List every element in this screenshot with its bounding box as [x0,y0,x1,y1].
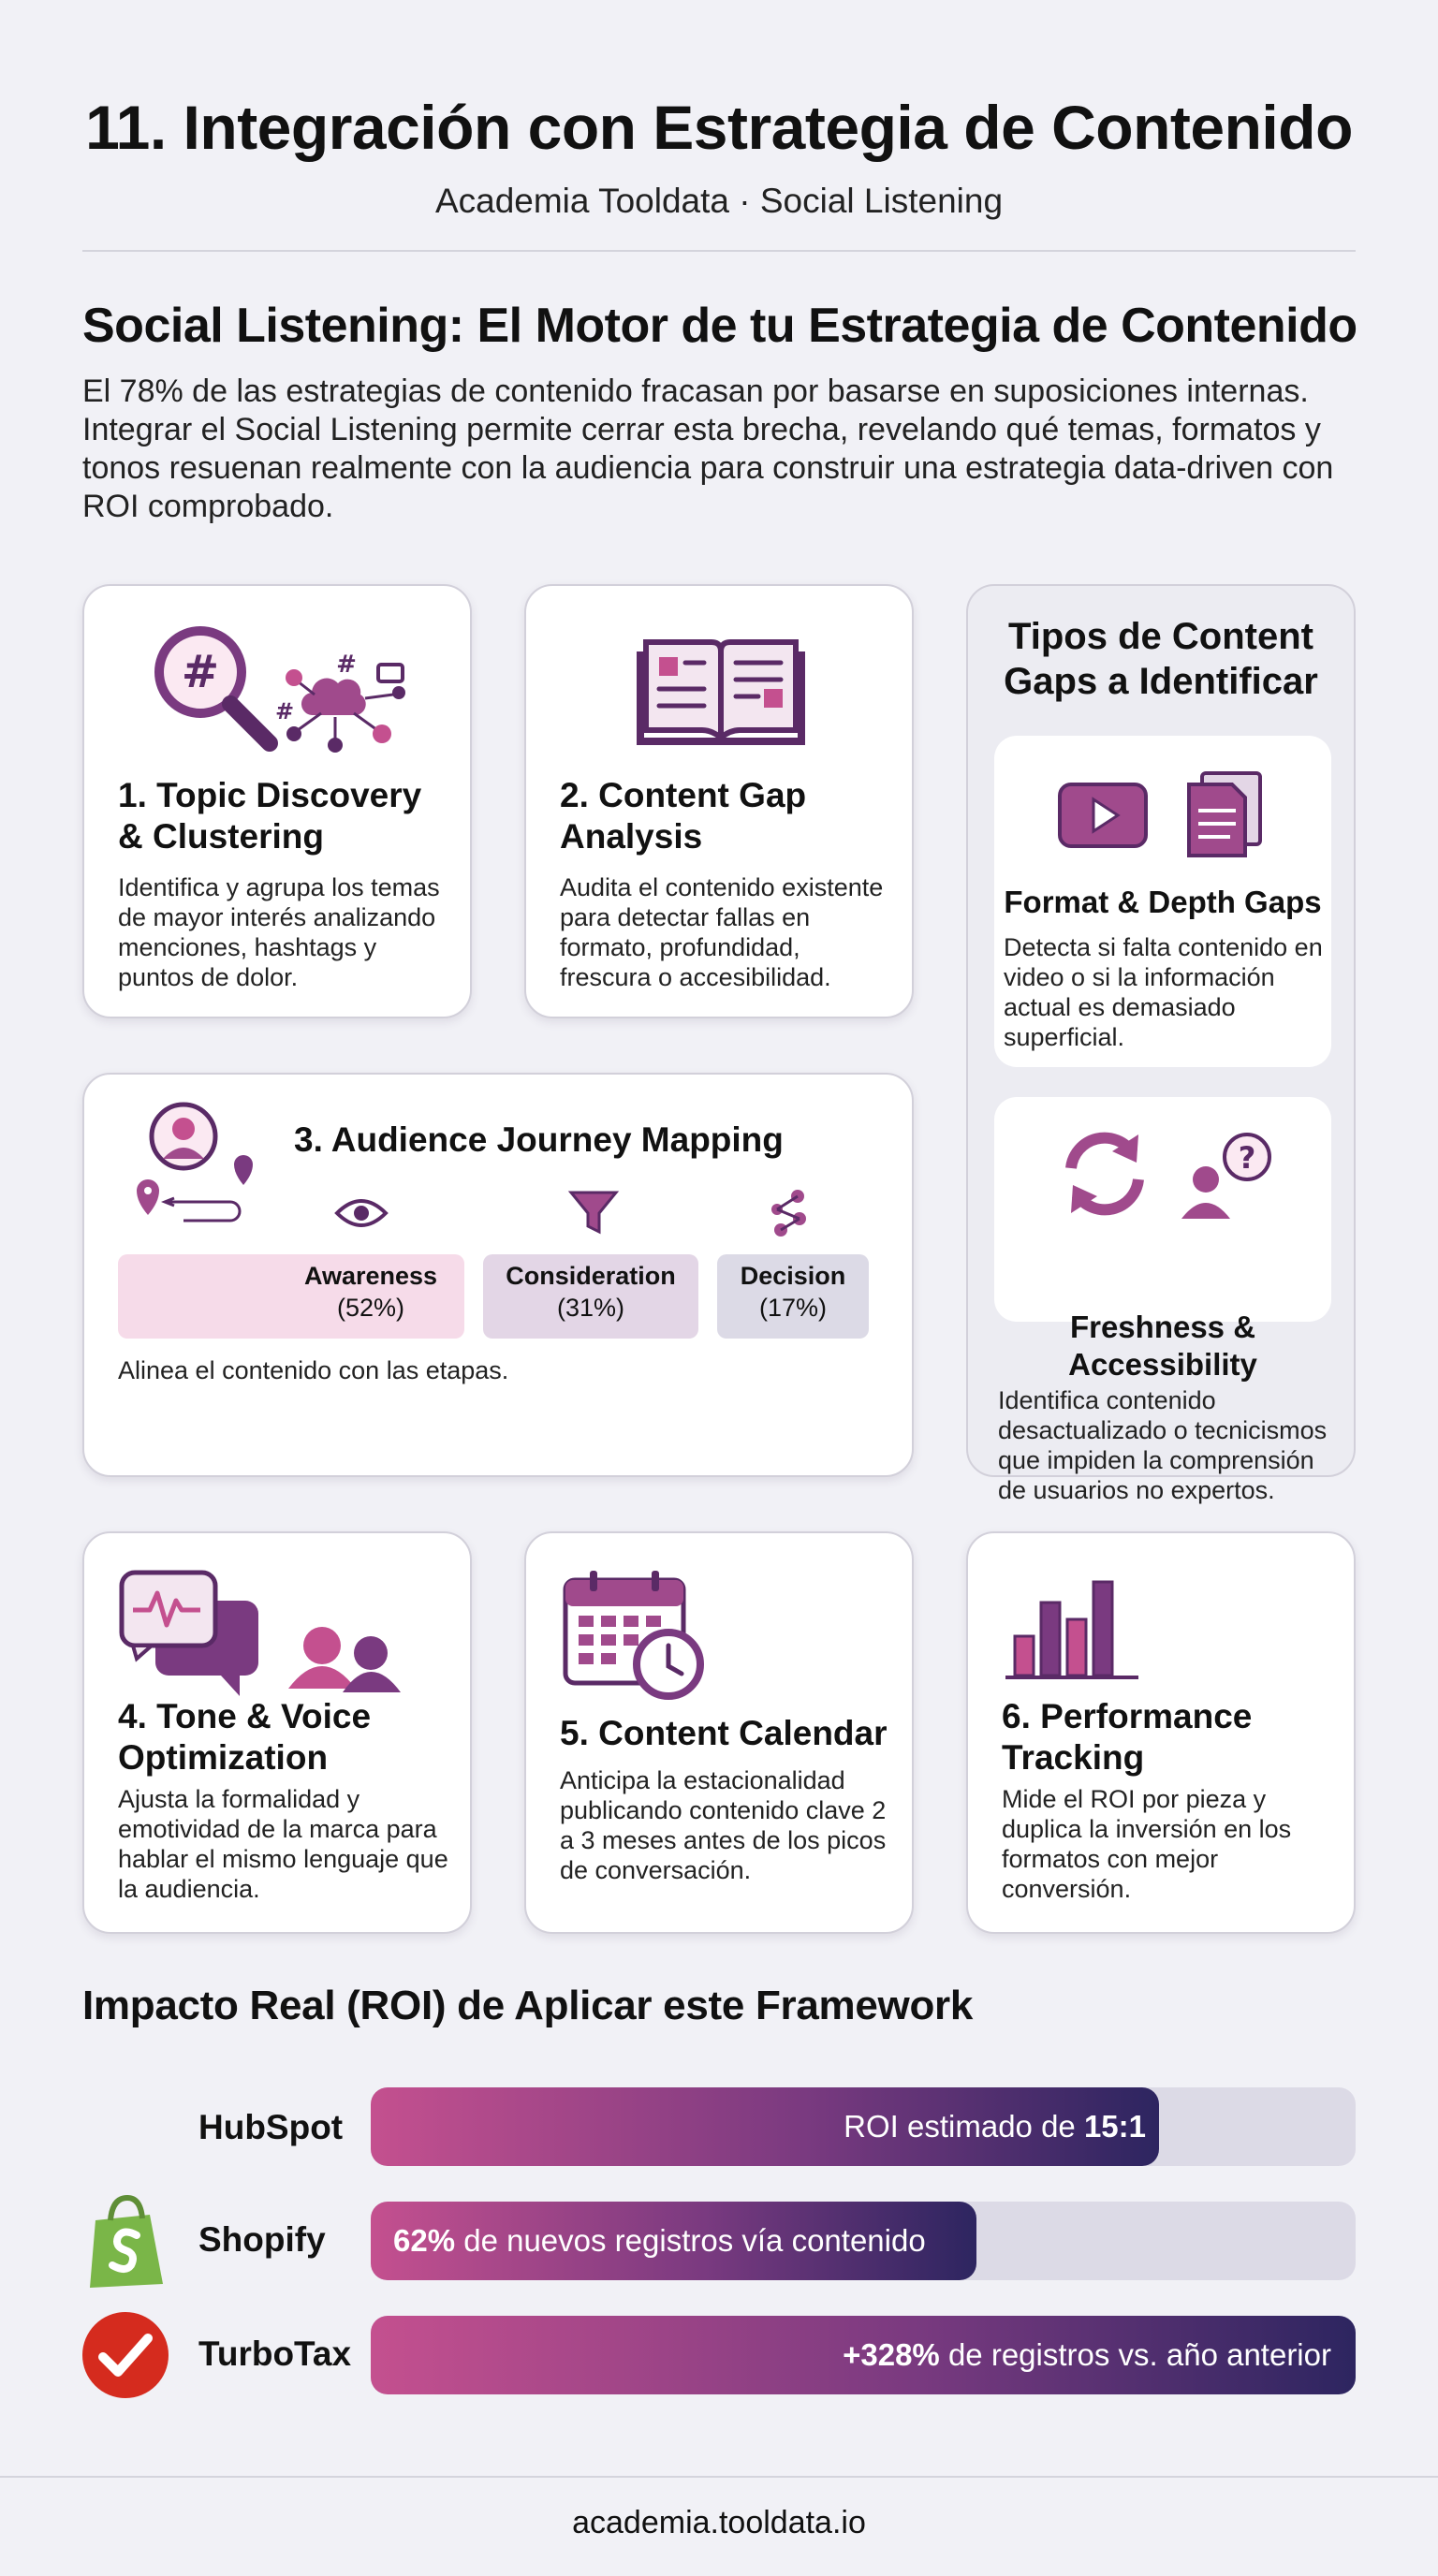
eye-icon [334,1199,389,1227]
panel-title: Tipos de Content Gaps a Identificar [1004,616,1318,702]
card-text: Identifica y agrupa los temas de mayor i… [118,873,440,991]
roi-text-shopify: 62% de nuevos registros vía contenido [393,2223,926,2258]
stage-bar-decision [717,1254,869,1339]
card-title: 2. Content Gap Analysis [560,776,807,856]
content-gaps-panel: Tipos de Content Gaps a Identificar Form… [966,584,1356,1504]
page-title: 11. Integración con Estrategia de Conten… [85,93,1353,162]
card-text: Anticipa la estacionalidad publicando co… [560,1766,887,1884]
roi-text-hubspot: ROI estimado de 15:1 [844,2109,1146,2144]
section-title: Social Listening: El Motor de tu Estrate… [82,299,1357,353]
subcard-text: Detecta si falta contenido en video o si… [1004,933,1323,1051]
card-text: Audita el contenido existente para detec… [560,873,884,991]
svg-text:?: ? [1239,1140,1256,1176]
decision-nodes-icon [771,1190,806,1237]
svg-text:#: # [275,698,294,724]
brand-turbotax: TurboTax [198,2334,352,2373]
card-title: 6. Performance Tracking [1002,1697,1253,1777]
roi-fill-hubspot [371,2087,1159,2166]
stage-bar-consideration [483,1254,698,1339]
subcard-title: Freshness & Accessibility [1068,1310,1257,1382]
card-topic-discovery: # # # 1. Topic Discovery & Clustering Id… [82,584,472,1018]
stage-label-consideration: Consideration(31%) [506,1262,676,1322]
header-divider [82,250,1356,252]
card-performance: 6. Performance Tracking Mide el ROI por … [966,1531,1356,1934]
video-document-icon [1058,771,1262,857]
roi-fill-shopify [371,2202,976,2280]
card-text: Alinea el contenido con las etapas. [118,1356,509,1384]
bar-chart-icon [1005,1580,1138,1679]
svg-text:#: # [336,651,357,679]
roi-fill-turbotax [371,2316,1356,2394]
roi-text-turbotax: +328% de registros vs. año anterior [843,2337,1331,2372]
card-tone-voice: 4. Tone & Voice Optimization Ajusta la f… [82,1531,472,1934]
roi-track-turbotax: +328% de registros vs. año anterior [371,2316,1356,2394]
roi-track-shopify: 62% de nuevos registros vía contenido [371,2202,1356,2280]
open-book-icon [637,639,805,745]
card-content-calendar: 5. Content Calendar Anticipa la estacion… [524,1531,914,1934]
footer-url: academia.tooldata.io [572,2505,866,2540]
roi-title: Impacto Real (ROI) de Aplicar este Frame… [82,1983,974,2028]
voice-chat-users-icon [119,1570,401,1696]
stage-label-decision: Decision(17%) [740,1262,846,1322]
gap-freshness-card: ? [994,1097,1331,1322]
footer-divider [0,2476,1438,2478]
roi-track-hubspot: ROI estimado de 15:1 [371,2087,1356,2166]
card-audience-journey: 3. Audience Journey Mapping Awareness(52… [82,1073,914,1477]
refresh-help-icon: ? [1065,1132,1271,1219]
gap-format-card: Format & Depth Gaps Detecta si falta con… [994,736,1331,1067]
stage-label-awareness: Awareness(52%) [303,1262,438,1322]
card-text: Ajusta la formalidad y emotividad de la … [118,1785,448,1903]
funnel-icon [567,1191,620,1235]
shopify-logo-icon [90,2194,163,2288]
svg-text:#: # [182,646,219,698]
section-intro: El 78% de las estrategias de contenido f… [82,373,1334,524]
hashtag-search-icon: # # # [154,626,405,753]
brand-shopify: Shopify [198,2220,326,2259]
card-content-gap: 2. Content Gap Analysis Audita el conten… [524,584,914,1018]
subcard-text: Identifica contenido desactualizado o te… [998,1386,1328,1504]
calendar-clock-icon [563,1571,704,1700]
brand-hubspot: HubSpot [198,2108,344,2146]
card-title: 3. Audience Journey Mapping [294,1120,784,1159]
card-title: 1. Topic Discovery & Clustering [118,776,422,856]
subcard-title: Format & Depth Gaps [1004,885,1322,919]
stage-bar-awareness [118,1254,464,1339]
card-title: 4. Tone & Voice Optimization [118,1697,372,1777]
page-subtitle: Academia Tooldata · Social Listening [434,182,1004,220]
card-text: Mide el ROI por pieza y duplica la inver… [1002,1785,1292,1903]
turbotax-check-icon [82,2312,169,2398]
user-journey-icon [137,1102,253,1222]
card-title: 5. Content Calendar [560,1714,888,1752]
